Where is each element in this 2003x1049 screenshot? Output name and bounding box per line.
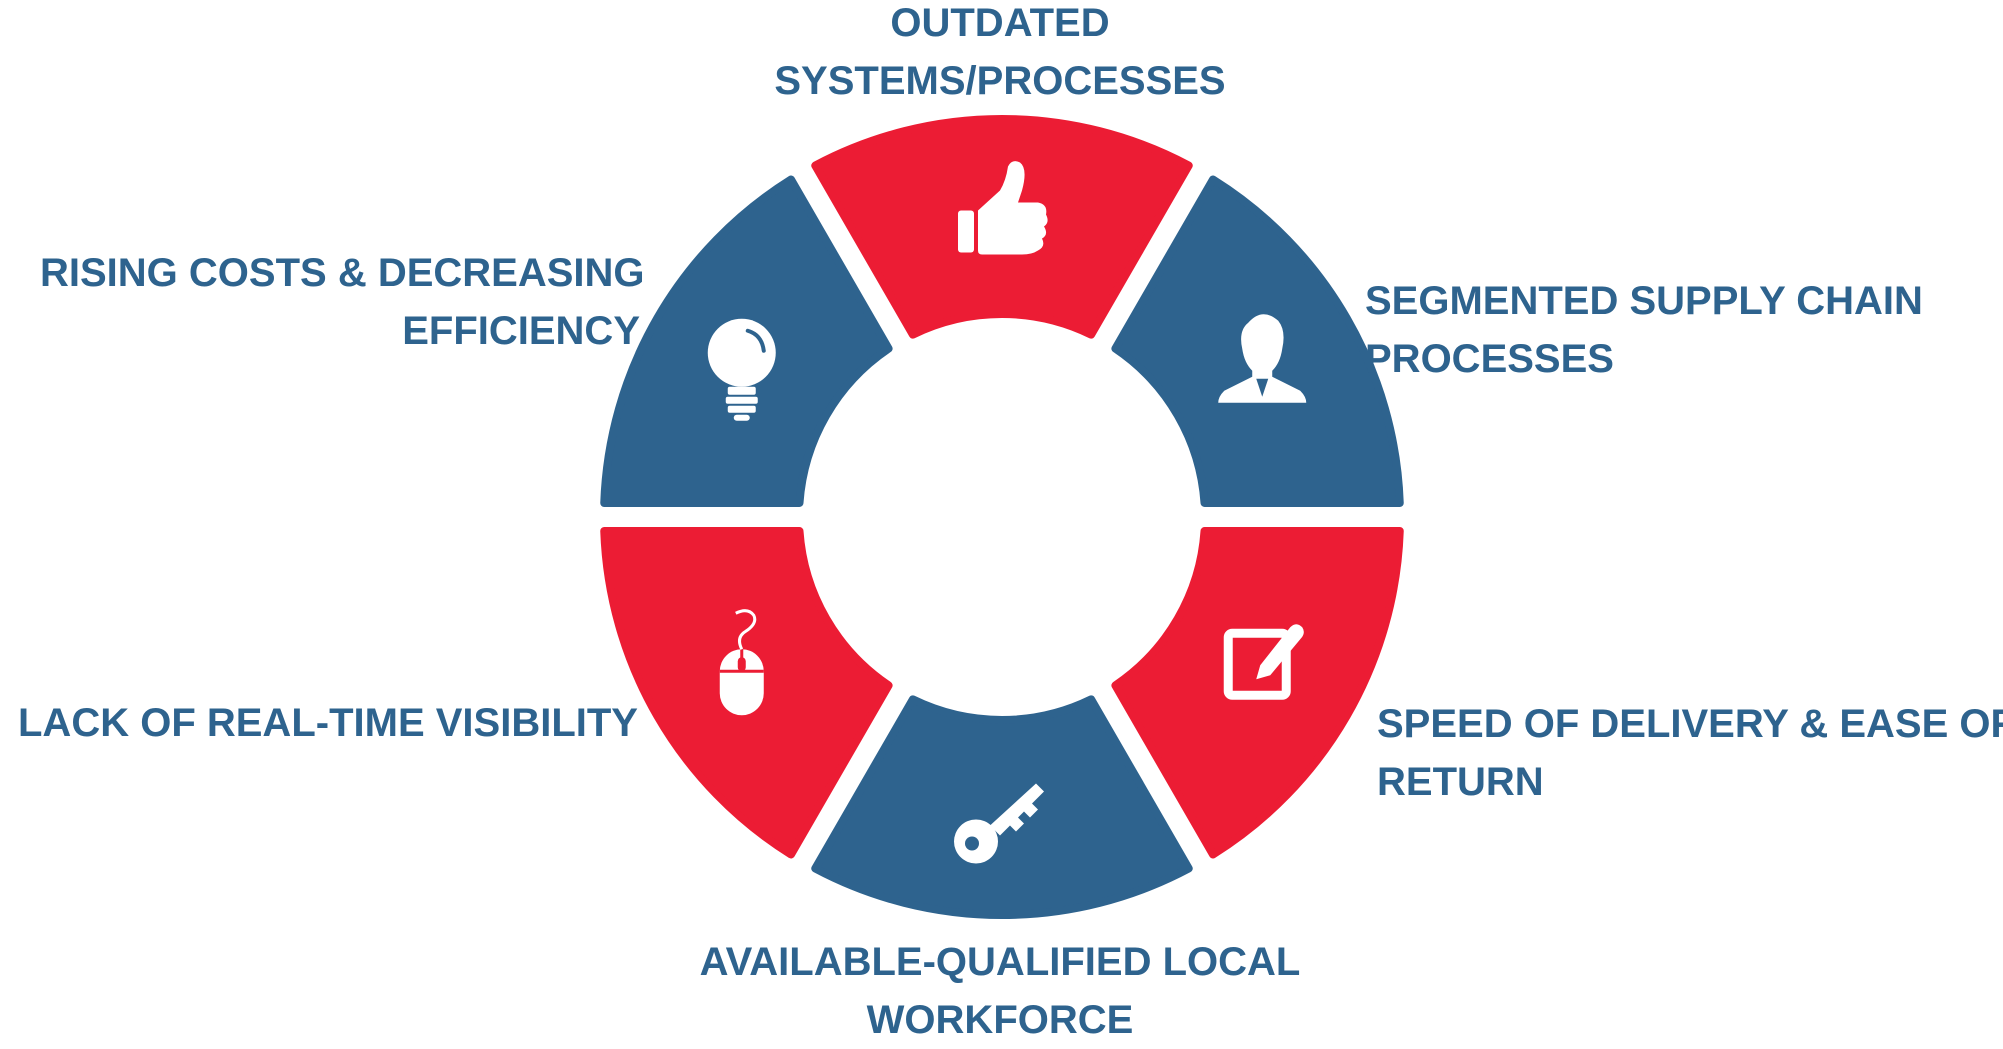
- thumbs-up-icon: [958, 161, 1048, 255]
- edit-icon: [1223, 624, 1304, 700]
- user-icon: [1218, 314, 1307, 403]
- mouse-icon: [719, 609, 764, 716]
- label-lack-of-visibility: LACK OF REAL-TIME VISIBILITY: [18, 701, 638, 745]
- key-icon: [954, 783, 1044, 864]
- icons-layer: [707, 161, 1307, 864]
- segment-bottom: [811, 695, 1193, 920]
- lightbulb-icon: [707, 318, 776, 421]
